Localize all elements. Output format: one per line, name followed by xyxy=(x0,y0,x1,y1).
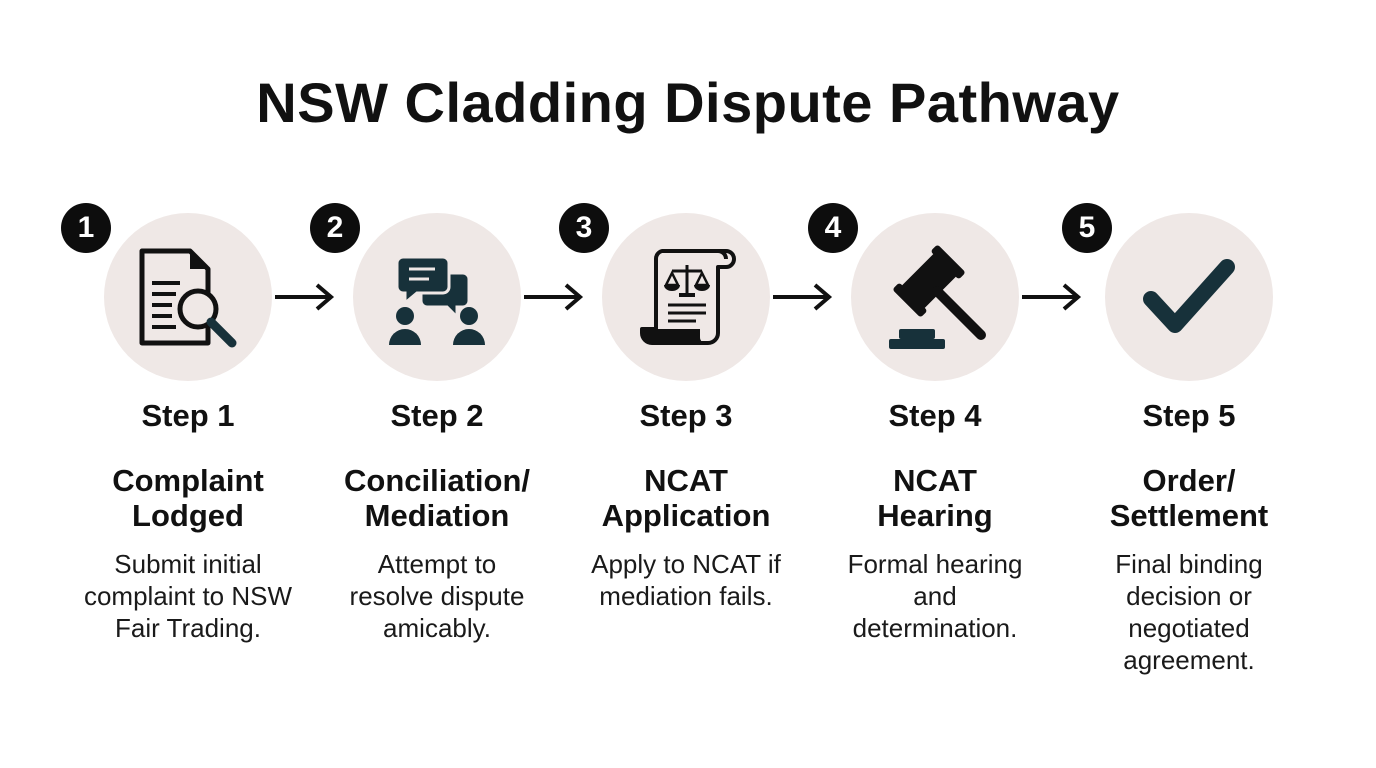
step-1-number-badge: 1 xyxy=(61,203,111,253)
step-3-number-badge: 3 xyxy=(559,203,609,253)
step-2-icon-circle xyxy=(353,213,521,381)
step-1-icon-circle xyxy=(104,213,272,381)
legal-scroll-icon xyxy=(640,249,736,345)
step-1: 1 Step 1 Complaint Lodged Submit initial… xyxy=(58,203,318,705)
step-5-icon-circle xyxy=(1105,213,1273,381)
step-4-icon-circle xyxy=(851,213,1019,381)
arrow-4-to-5 xyxy=(1022,283,1082,311)
step-5-label: Step 5 xyxy=(1142,398,1236,433)
step-2-number-badge: 2 xyxy=(310,203,360,253)
step-1-label: Step 1 xyxy=(141,398,235,433)
step-4: 4 Step 4 NCAT Hearing Formal hearing and… xyxy=(805,203,1065,705)
step-3: 3 Step 3 NCAT Application Apply to NCAT … xyxy=(556,203,816,705)
step-2-description: Attempt to resolve dispute amicably. xyxy=(349,549,525,643)
arrow-1-to-2 xyxy=(275,283,335,311)
step-5-heading: Order/ Settlement xyxy=(1109,463,1269,533)
mediation-chat-icon xyxy=(389,255,485,345)
step-4-number-badge: 4 xyxy=(808,203,858,253)
step-3-label: Step 3 xyxy=(639,398,733,433)
step-5-description: Final binding decision or negotiated agr… xyxy=(1115,549,1263,675)
step-4-label: Step 4 xyxy=(888,398,982,433)
step-4-description: Formal hearing and determination. xyxy=(847,549,1023,643)
step-3-description: Apply to NCAT if mediation fails. xyxy=(591,549,781,611)
gavel-icon xyxy=(889,245,986,349)
step-2-heading: Conciliation/ Mediation xyxy=(344,463,530,533)
diagram-title: NSW Cladding Dispute Pathway xyxy=(256,71,1120,134)
step-1-heading: Complaint Lodged xyxy=(112,463,264,533)
step-3-heading: NCAT Application xyxy=(601,463,771,533)
step-4-heading: NCAT Hearing xyxy=(877,463,993,533)
arrow-2-to-3 xyxy=(524,283,584,311)
step-5-number-badge: 5 xyxy=(1062,203,1112,253)
document-search-icon xyxy=(139,248,237,348)
step-3-icon-circle xyxy=(602,213,770,381)
step-2-label: Step 2 xyxy=(390,398,484,433)
step-5: 5 Step 5 Order/ Settlement Final binding… xyxy=(1059,203,1319,705)
step-2: 2 Step 2 Conciliation/ Mediation Attempt… xyxy=(307,203,567,705)
checkmark-icon xyxy=(1143,259,1235,333)
arrow-3-to-4 xyxy=(773,283,833,311)
step-1-description: Submit initial complaint to NSW Fair Tra… xyxy=(83,549,293,643)
